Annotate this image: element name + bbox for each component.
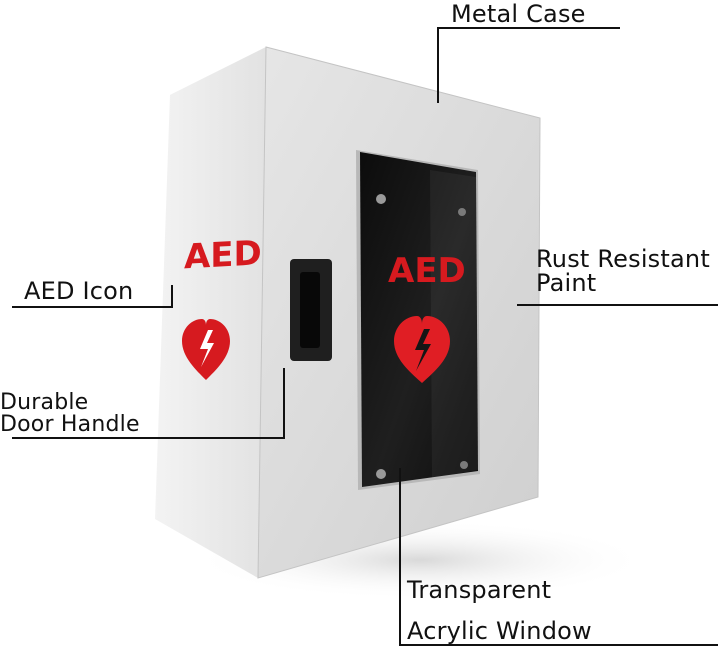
callout-acrylic-line1: Transparent <box>407 576 552 604</box>
callout-handle-line1: Durable <box>0 390 89 415</box>
mount-hole <box>376 194 386 204</box>
door-handle-grip <box>300 272 320 348</box>
callout-aed-icon: AED Icon <box>24 277 134 305</box>
case-side <box>155 47 266 578</box>
leader-acrylic-window <box>399 468 718 646</box>
callout-acrylic-line2: Acrylic Window <box>407 617 592 645</box>
mount-hole <box>376 469 386 479</box>
side-aed-text: AED <box>184 233 262 277</box>
heart-bolt-icon <box>182 319 230 380</box>
callout-handle-line2: Door Handle <box>0 412 140 437</box>
leader-aed-icon <box>12 285 173 308</box>
callout-metal-case: Metal Case <box>451 0 586 28</box>
callout-door-handle: Durable Door Handle <box>0 392 140 436</box>
heart-bolt-icon <box>394 316 450 383</box>
leader-lines <box>12 27 718 646</box>
callout-rust-resistant: Rust Resistant Paint <box>536 247 710 295</box>
callout-rust-line2: Paint <box>536 269 597 297</box>
leader-metal-case <box>437 27 620 103</box>
mount-hole <box>458 208 466 216</box>
window-reflection <box>430 170 478 478</box>
callout-rust-line1: Rust Resistant <box>536 245 710 273</box>
leader-door-handle <box>12 368 285 439</box>
mount-hole <box>460 461 468 469</box>
window-aed-text: AED <box>388 251 466 291</box>
